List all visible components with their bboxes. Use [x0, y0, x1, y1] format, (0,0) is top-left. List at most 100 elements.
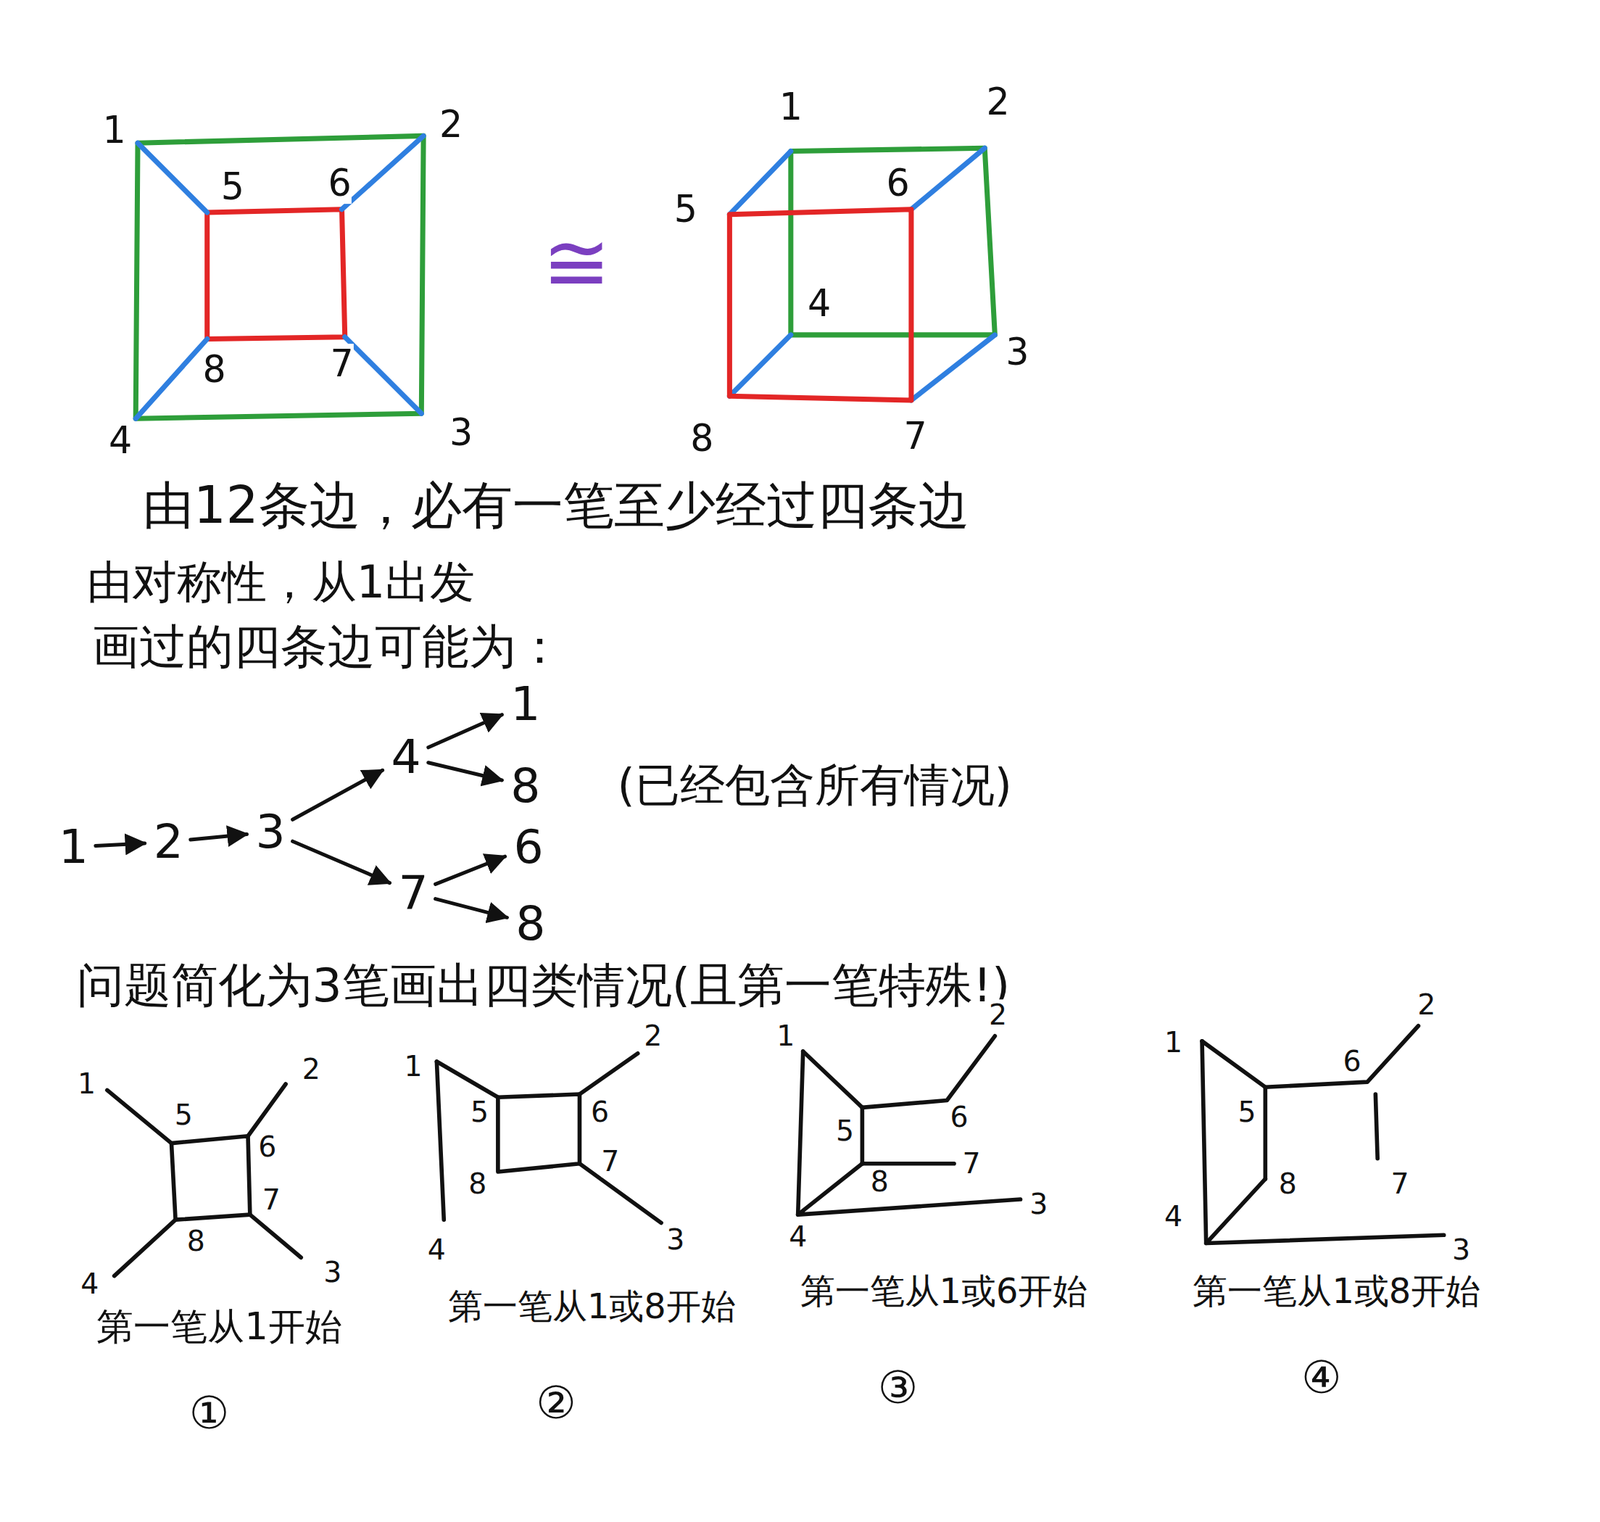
- tree-node: 3: [250, 804, 290, 860]
- vertex-number: 8: [1278, 1167, 1297, 1200]
- graph-edge: [1201, 1041, 1207, 1244]
- tree-arrow: [292, 840, 391, 883]
- case-number: ②: [535, 1378, 577, 1428]
- vertex-number: 3: [1029, 1188, 1048, 1220]
- spoke-edge: [342, 135, 425, 209]
- vertex-number: 4: [788, 1220, 807, 1253]
- vertex-number: 6: [328, 163, 352, 204]
- graph-edge: [114, 1219, 176, 1276]
- graph-square: [498, 1093, 580, 1172]
- vertex-number: 4: [108, 420, 132, 462]
- vertex-number: 7: [329, 344, 354, 385]
- vertex-number: 5: [674, 189, 698, 230]
- graph-edge: [107, 1089, 172, 1143]
- tree-node: 1: [54, 819, 93, 875]
- vertex-number: 5: [1237, 1096, 1256, 1129]
- vertex-number: 3: [323, 1257, 342, 1289]
- node-text: 3: [255, 804, 285, 860]
- vertex-number: 6: [885, 163, 910, 204]
- vertex-number: 8: [187, 1225, 206, 1257]
- vertex-number: 6: [1342, 1045, 1361, 1077]
- tree-arrow: [435, 898, 508, 918]
- tree-node: 4: [387, 730, 426, 785]
- node-text: 4: [391, 730, 422, 785]
- node-text: 7: [398, 865, 428, 920]
- vertex-number: 1: [404, 1050, 423, 1082]
- note-text: 画过的四条边可能为：: [92, 620, 564, 673]
- case-number: ④: [1301, 1352, 1342, 1403]
- cube-graph: [729, 147, 995, 401]
- vertex-number: 7: [1391, 1167, 1410, 1200]
- vertex-number: 2: [302, 1053, 321, 1085]
- node-text: 1: [510, 677, 541, 732]
- vertex-number: 7: [903, 416, 927, 458]
- vertex-number: 4: [427, 1234, 446, 1266]
- vertex-number: 1: [1164, 1027, 1183, 1059]
- vertex-number: 3: [1005, 332, 1029, 373]
- vertex-number: 3: [666, 1223, 685, 1255]
- vertex-number: 5: [174, 1099, 193, 1131]
- depth-edge: [729, 151, 791, 215]
- graph-path: [798, 1163, 1021, 1215]
- vertex-number: 2: [1417, 989, 1436, 1021]
- front-face: [729, 209, 912, 401]
- case-graph: [107, 1083, 301, 1276]
- spoke-edge: [345, 337, 422, 414]
- vertex-number: 1: [77, 1067, 96, 1100]
- tree-arrow: [428, 762, 503, 781]
- vertex-number: 4: [80, 1267, 99, 1300]
- vertex-number: 1: [779, 86, 803, 128]
- tree-arrow: [428, 714, 503, 748]
- node-text: 8: [510, 758, 541, 813]
- tree-node: 8: [511, 896, 550, 951]
- congruence-symbol: ≅: [542, 218, 611, 309]
- graph-edge: [860, 1107, 865, 1163]
- vertex-number: 3: [1452, 1234, 1471, 1266]
- note-text: 由对称性，从1出发: [86, 557, 475, 607]
- vertex-number: 8: [468, 1167, 487, 1200]
- vertex-number: 1: [102, 110, 127, 151]
- case-graph: [1201, 1025, 1445, 1244]
- vertex-number: 2: [988, 999, 1007, 1031]
- graph-edge: [250, 1214, 301, 1258]
- back-face: [790, 147, 996, 335]
- graph-edge: [579, 1163, 662, 1224]
- vertex-number: 6: [258, 1130, 277, 1163]
- note-text: 问题简化为3笔画出四类情况(且第一笔特殊!): [76, 959, 1011, 1011]
- vertex-number: 7: [600, 1145, 620, 1177]
- case-graph: [798, 1035, 1021, 1215]
- tree-arrow: [435, 856, 506, 884]
- vertex-number: 8: [870, 1165, 889, 1197]
- graph-edge: [798, 1051, 804, 1215]
- tree-node: 6: [509, 819, 549, 875]
- vertex-number: 4: [1164, 1200, 1183, 1232]
- case-caption: 第一笔从1开始: [96, 1306, 342, 1347]
- graph-edge: [436, 1061, 444, 1220]
- tree-arrow: [95, 843, 145, 847]
- vertex-number: 5: [835, 1114, 855, 1147]
- case-caption: 第一笔从1或6开始: [800, 1271, 1089, 1311]
- spoke-edge: [137, 142, 208, 213]
- vertex-number: 3: [449, 412, 473, 454]
- graph-edge: [579, 1053, 638, 1094]
- inner-square: [207, 209, 346, 340]
- case-number: ①: [189, 1388, 230, 1438]
- vertex-number: 1: [776, 1020, 795, 1052]
- depth-edge: [729, 334, 791, 396]
- graph-edge: [1375, 1093, 1378, 1159]
- vertex-number: 2: [439, 104, 463, 145]
- vertex-number: 8: [202, 349, 226, 391]
- outer-square: [135, 135, 424, 419]
- graph-square: [171, 1136, 250, 1220]
- tree-node: 1: [506, 677, 545, 732]
- depth-edge: [911, 147, 985, 209]
- vertex-number: 6: [950, 1101, 969, 1134]
- graph-edge: [247, 1083, 286, 1137]
- case-caption: 第一笔从1或8开始: [448, 1286, 736, 1326]
- case-caption: 第一笔从1或8开始: [1192, 1271, 1481, 1311]
- node-text: 1: [58, 819, 89, 875]
- depth-edge: [911, 334, 995, 401]
- node-text: 2: [153, 814, 184, 870]
- graph-edge: [436, 1061, 498, 1097]
